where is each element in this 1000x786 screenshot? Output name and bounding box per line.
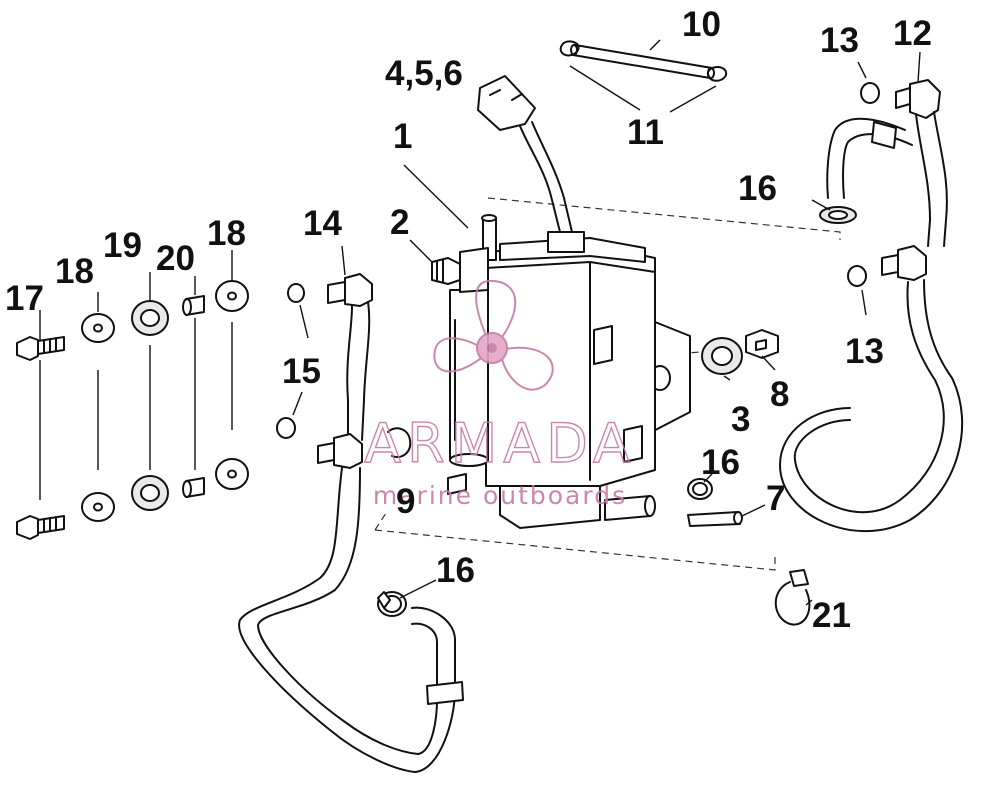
- right-hose-assembly: [779, 79, 964, 532]
- callout-4-5-6: 4,5,6: [385, 54, 463, 93]
- callout-15: 15: [282, 352, 321, 391]
- callout-13-top: 13: [820, 21, 859, 60]
- grommet-upper: [131, 300, 169, 336]
- callout-13-bottom: 13: [845, 332, 884, 371]
- callout-labels: 1 2 3 4,5,6 7 8 9 10 11 12 13 13 14 15 1…: [5, 5, 932, 635]
- vapor-separator-tank: [447, 214, 691, 529]
- sensor-2: [431, 247, 489, 293]
- callout-1: 1: [393, 117, 412, 156]
- bolt-upper: [16, 336, 65, 361]
- callout-9: 9: [396, 482, 415, 521]
- left-hose-assembly: [238, 273, 464, 773]
- clamp-16-top: [819, 206, 857, 224]
- callout-19: 19: [103, 226, 142, 265]
- sleeve-lower: [182, 477, 205, 498]
- watermark-tagline: marine outboards: [373, 481, 627, 510]
- washer-lower-left: [81, 492, 115, 522]
- callout-14: 14: [303, 204, 342, 243]
- callout-16-bottom: 16: [436, 551, 475, 590]
- callout-16-top: 16: [738, 169, 777, 208]
- washer-3: [701, 337, 743, 375]
- callout-17: 17: [5, 279, 44, 318]
- grommet-lower: [131, 475, 169, 511]
- washer-upper-left: [81, 313, 115, 343]
- clamp-16-lower: [377, 591, 407, 617]
- clamp-21: [774, 569, 811, 626]
- washer-upper-right: [215, 280, 249, 312]
- clamp-16-mid: [687, 478, 713, 500]
- callout-10: 10: [682, 5, 721, 44]
- clip-9: [387, 427, 412, 458]
- propeller-logo: [433, 279, 554, 391]
- callout-20: 20: [156, 239, 195, 278]
- o-rings-15: [276, 283, 309, 439]
- leader-lines: [39, 39, 921, 606]
- callout-7: 7: [766, 479, 785, 518]
- callout-18-right: 18: [207, 214, 246, 253]
- callout-11: 11: [627, 113, 664, 152]
- callout-18-left: 18: [55, 252, 94, 291]
- washer-lower-right: [215, 458, 249, 490]
- o-rings-13: [847, 61, 880, 316]
- callout-2: 2: [390, 203, 409, 242]
- callout-12: 12: [893, 14, 932, 53]
- mounting-hardware: [16, 280, 249, 540]
- tube-10: [559, 40, 728, 82]
- callout-21: 21: [812, 596, 851, 635]
- watermark: ARMADA marine outboards: [364, 279, 636, 510]
- fitting-8: [745, 329, 779, 359]
- callout-16-mid: 16: [701, 443, 740, 482]
- callout-3: 3: [731, 400, 750, 439]
- callout-8: 8: [770, 375, 789, 414]
- bolt-lower: [16, 515, 65, 540]
- wire-harness: [477, 75, 585, 253]
- watermark-brand: ARMADA: [364, 412, 636, 475]
- pin-7: [687, 511, 743, 527]
- sleeve-upper: [182, 295, 205, 316]
